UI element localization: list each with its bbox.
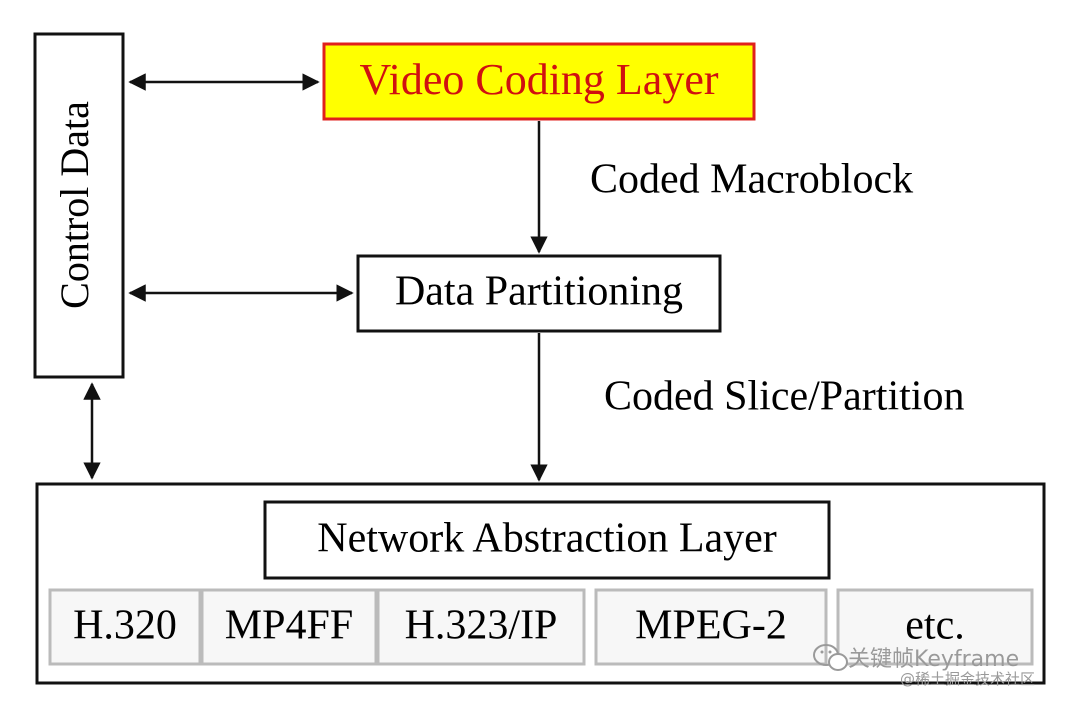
- transport-label-h323: H.323/IP: [405, 603, 558, 649]
- wechat-icon: [813, 644, 848, 671]
- transport-label-mpeg2: MPEG-2: [635, 603, 787, 649]
- data-partitioning-box: [356, 254, 722, 333]
- transport-cell-etc: [836, 588, 1034, 666]
- watermark-channel-name: 关键帧Keyframe: [848, 647, 1020, 672]
- watermark-community: @稀土掘金技术社区: [900, 670, 1036, 688]
- transport-label-h320: H.320: [73, 603, 177, 649]
- coded-slice-label: Coded Slice/Partition: [604, 374, 964, 420]
- nal-label: Network Abstraction Layer: [317, 516, 777, 562]
- transport-cell-h320: [48, 588, 202, 666]
- video-coding-layer-label: Video Coding Layer: [359, 55, 718, 104]
- transport-cell-h323: [376, 588, 586, 666]
- transport-label-etc: etc.: [905, 603, 964, 649]
- nal-box: [263, 500, 831, 580]
- transport-cell-mpeg2: [594, 588, 828, 666]
- control-data-box: [33, 32, 125, 379]
- control-data-label: Control Data: [52, 101, 97, 309]
- coded-macroblock-label: Coded Macroblock: [590, 157, 913, 203]
- transport-label-mp4ff: MP4FF: [225, 603, 353, 649]
- transport-cell-mp4ff: [200, 588, 378, 666]
- video-coding-layer-box: [322, 42, 756, 121]
- data-partitioning-label: Data Partitioning: [395, 269, 683, 315]
